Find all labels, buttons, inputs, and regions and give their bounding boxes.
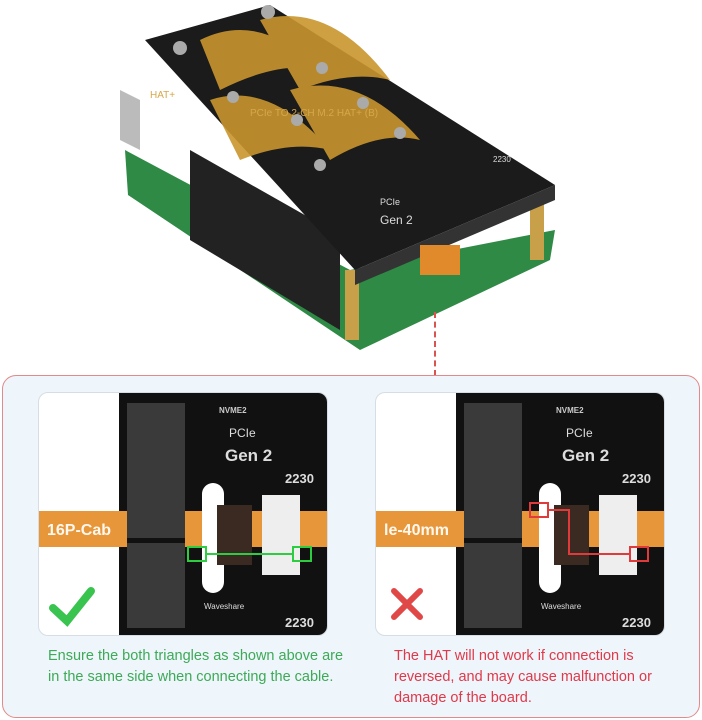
cable-end [217, 505, 252, 565]
brand-label: Waveshare [541, 602, 582, 611]
standoff [530, 200, 544, 260]
cable-label: le-40mm [384, 522, 449, 539]
gen-label: Gen 2 [225, 446, 272, 465]
size-label: 2230 [285, 615, 314, 630]
standoff [345, 270, 359, 340]
size-label: 2230 [493, 155, 511, 164]
gen-label: Gen 2 [380, 213, 413, 227]
size-label: 2230 [622, 471, 651, 486]
cable-label: 16P-Cab [47, 522, 111, 539]
m2-slot [127, 403, 185, 628]
incorrect-caption: The HAT will not work if connection is r… [394, 648, 652, 706]
hat-label: HAT+ [150, 90, 175, 101]
size-label: 2230 [622, 615, 651, 630]
slot-label: NVME2 [219, 406, 247, 415]
brand-label: Waveshare [204, 602, 245, 611]
raspberry-pi-board [125, 150, 555, 350]
pcie-label: PCIe [566, 426, 593, 440]
slot-label: NVME2 [556, 406, 584, 415]
product-photo: PCIe TO 2-CH M.2 HAT+ (B) HAT+ PCIe Gen … [120, 5, 555, 350]
gen-label: Gen 2 [562, 446, 609, 465]
ribbon-cable [420, 245, 460, 275]
correct-caption: Ensure the both triangles as shown above… [48, 648, 344, 685]
cable-end [554, 505, 589, 565]
incorrect-example-card: le-40mm NVME2 PCIe Gen 2 2230 2230 Waves… [375, 392, 665, 636]
pcie-label: PCIe [380, 197, 400, 207]
correct-example-card: 16P-Cab NVME2 PCIe Gen 2 2230 2230 Waves… [38, 392, 328, 636]
size-label: 2230 [285, 471, 314, 486]
m2-slot [464, 403, 522, 628]
gpio-header [190, 150, 340, 330]
check-icon [49, 587, 95, 627]
callout-line [434, 312, 436, 376]
fpc-connector [599, 495, 637, 575]
board-model-label: PCIe TO 2-CH M.2 HAT+ (B) [250, 108, 378, 119]
cross-icon [391, 588, 423, 620]
usb-port [120, 90, 140, 150]
fpc-connector [262, 495, 300, 575]
marker-link-line [548, 509, 630, 555]
pcie-label: PCIe [229, 426, 256, 440]
